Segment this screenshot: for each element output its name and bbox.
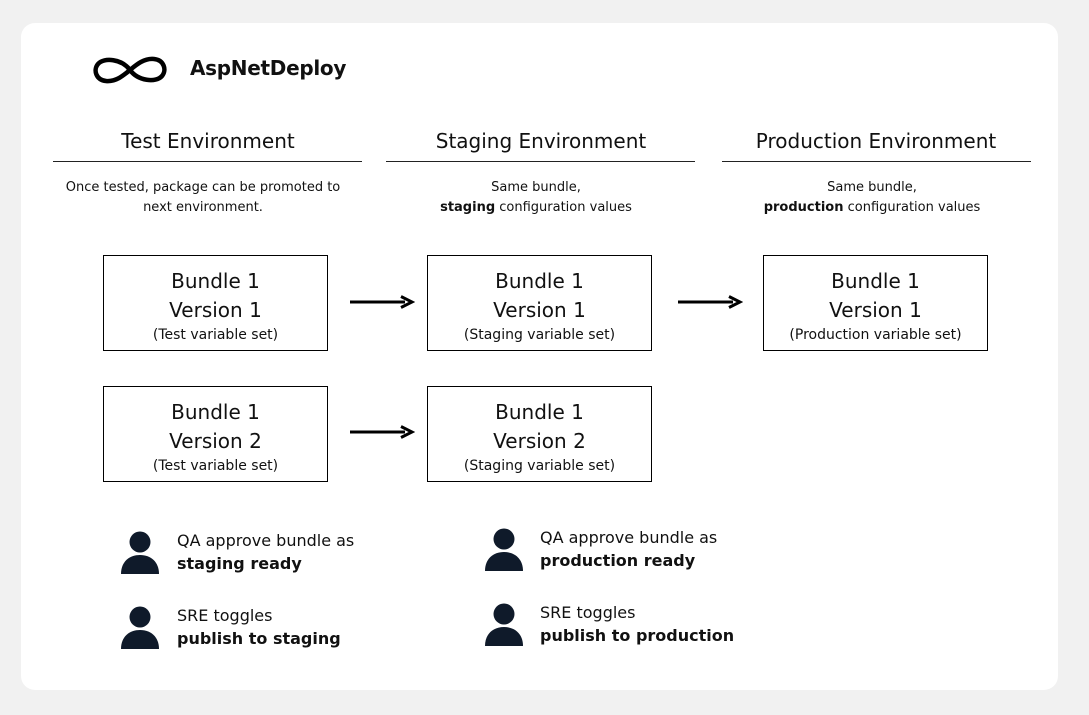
note-bold: publish to production	[540, 626, 735, 645]
bundle-version: Version 2	[493, 429, 586, 453]
note-text: SRE toggles	[540, 603, 636, 622]
bundle-box-production-v1: Bundle 1 Version 1 (Production variable …	[763, 255, 988, 351]
column-description-staging: Same bundle, staging configuration value…	[381, 178, 691, 217]
description-bold: production	[763, 199, 844, 215]
arrow-right-icon	[350, 425, 415, 439]
description-bold: staging	[440, 199, 496, 215]
bundle-box-test-v1: Bundle 1 Version 1 (Test variable set)	[103, 255, 328, 351]
person-icon	[485, 528, 523, 571]
infinity-icon	[93, 56, 167, 84]
column-description-test: Once tested, package can be promoted to …	[48, 178, 358, 217]
variable-set: (Staging variable set)	[463, 327, 616, 343]
bundle-name: Bundle 1	[171, 269, 260, 293]
description-line: next environment.	[143, 199, 263, 215]
column-divider-production	[722, 161, 1031, 162]
person-icon	[485, 603, 523, 646]
bundle-box-staging-v1: Bundle 1 Version 1 (Staging variable set…	[427, 255, 652, 351]
bundle-box-test-v2: Bundle 1 Version 2 (Test variable set)	[103, 386, 328, 482]
note-qa-production: QA approve bundle as production ready	[540, 526, 717, 572]
column-divider-staging	[386, 161, 695, 162]
note-text: QA approve bundle as	[540, 528, 718, 547]
variable-set: (Production variable set)	[789, 327, 962, 343]
column-title-test: Test Environment	[121, 129, 295, 153]
bundle-box-staging-v2: Bundle 1 Version 2 (Staging variable set…	[427, 386, 652, 482]
bundle-name: Bundle 1	[831, 269, 920, 293]
bundle-version: Version 1	[169, 298, 262, 322]
brand-name: AspNetDeploy	[190, 56, 347, 80]
note-sre-production: SRE toggles publish to production	[540, 601, 734, 647]
arrow-right-icon	[350, 295, 415, 309]
note-sre-staging: SRE toggles publish to staging	[177, 604, 341, 650]
bundle-version: Version 1	[493, 298, 586, 322]
bundle-name: Bundle 1	[495, 400, 584, 424]
note-text: SRE toggles	[177, 606, 273, 625]
description-line: Once tested, package can be promoted to	[65, 180, 341, 195]
column-description-production: Same bundle, production configuration va…	[717, 178, 1027, 217]
bundle-name: Bundle 1	[171, 400, 260, 424]
variable-set: (Test variable set)	[152, 458, 279, 474]
column-divider-test	[53, 161, 362, 162]
note-bold: staging ready	[177, 554, 302, 573]
note-text: QA approve bundle as	[177, 531, 355, 550]
description-rest: configuration values	[843, 199, 981, 215]
column-title-production: Production Environment	[755, 129, 997, 153]
variable-set: (Test variable set)	[152, 327, 279, 343]
note-bold: publish to staging	[177, 629, 341, 648]
note-bold: production ready	[540, 551, 696, 570]
person-icon	[121, 606, 159, 649]
description-rest: configuration values	[495, 199, 632, 215]
note-qa-staging: QA approve bundle as staging ready	[177, 529, 354, 575]
description-line: Same bundle,	[491, 180, 581, 195]
arrow-right-icon	[678, 295, 743, 309]
bundle-name: Bundle 1	[495, 269, 584, 293]
diagram-card	[21, 23, 1058, 690]
column-title-staging: Staging Environment	[435, 129, 647, 153]
bundle-version: Version 2	[169, 429, 262, 453]
description-line: Same bundle,	[827, 180, 917, 195]
person-icon	[121, 531, 159, 574]
variable-set: (Staging variable set)	[463, 458, 616, 474]
bundle-version: Version 1	[829, 298, 922, 322]
